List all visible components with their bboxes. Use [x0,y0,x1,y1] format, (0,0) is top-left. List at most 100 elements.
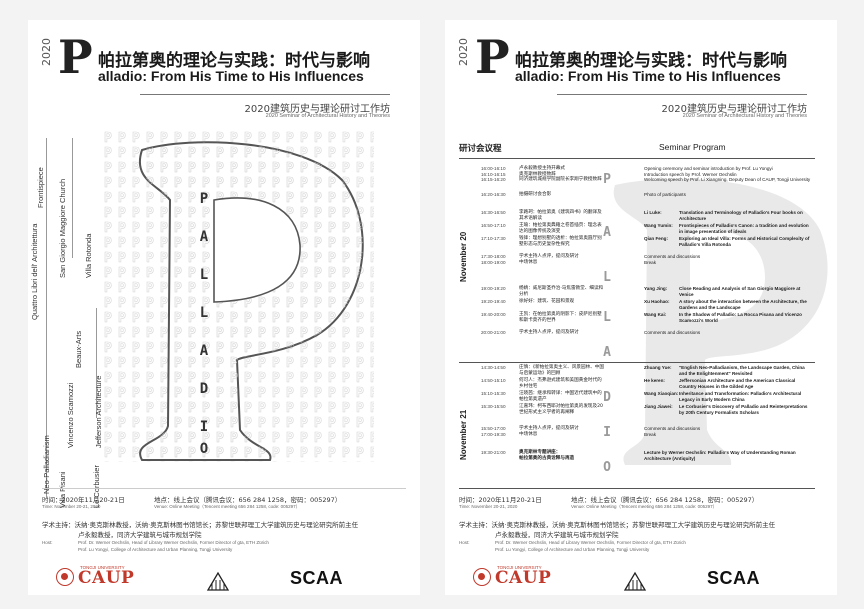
scaa-logo: SCAA [707,568,761,588]
letter: I [603,425,611,440]
row-title-en: In the Shadow of Palladio: La Rocca Pisa… [679,312,802,323]
row-title-cn: 拍摄研讨会合影 [519,192,552,197]
row-title-cn: 庄慎：《新帕拉第奥主义、风景园林、中国与启蒙运动》的回顾 [519,365,604,376]
seminar-title-en: 2020 Seminar of Architectural History an… [265,113,390,119]
caup-logo: CAUP [78,568,135,588]
venue-en: Venue: Online Meeting（Tencent meeting 65… [154,504,301,509]
row-time: 19:30-21:00 [481,450,506,455]
timeline: Frontispiece Quattro Libri dell' Archite… [28,138,138,508]
row-time: 15:50-17:00 17:00-19:30 [481,426,506,437]
tongji-seal-icon [56,568,74,586]
title-divider [557,94,807,95]
time-en: Time: November 20-21, 2020 [459,504,518,509]
row-title-cn: 王凯：在帕拉第奥的阴影下：皮萨尼别墅和斯卡莫齐的世界 [519,312,602,323]
day-label-nov20: November 20 [459,231,468,282]
row-title-cn: 学术主持人点评，提问及研讨 [519,330,579,335]
letter: A [199,343,209,359]
program-rule [459,488,815,489]
poster-right: 2020 P 帕拉第奥的理论与实践：时代与影响 alladio: From Hi… [445,20,837,595]
letter: O [199,441,209,457]
row-speaker: Li Luke: [644,210,662,215]
row-time: 17:10-17:30 [481,236,506,241]
palladio-p-artwork: P [102,130,374,462]
timeline-item: Villa Rotonda [84,233,93,278]
logo-letter-p: P [58,30,93,84]
row-title-en: Comments and discussions Break [644,426,701,437]
row-title-cn: 卢永毅教授主持开幕式 奥克斯林教授致辞 同济建筑城规学院副院长李翔宁教授致辞 [519,166,602,183]
host-cn-1: 学术主持：沃纳·奥克斯林教授，沃纳·奥克斯林图书馆馆长；苏黎世联邦理工大学建筑历… [459,521,776,529]
row-title-en: "English Neo-Palladianism, the Landscape… [679,365,805,376]
row-time: 16:30-16:50 [481,210,506,215]
program-heading-cn: 研讨会议程 [459,144,502,154]
letter: P [199,191,209,207]
row-title-en: Inheritance and Transformation: Palladio… [679,391,802,402]
host-en-1: Prof. Dr. Werner Oechslin, Head of Libra… [495,540,686,545]
seminar-title-cn: 2020建筑历史与理论研讨工作坊 [661,104,807,115]
host-cn-2: 卢永毅教授，同济大学建筑与城市规划学院 [495,531,619,539]
venue-cn: 地点：线上会议（腾讯会议：656 284 1258，密码：005297） [154,496,342,504]
row-title-cn: 学术主持人点评，提问及研讨 中场休息 [519,426,579,437]
row-title-cn: 奥克斯林专题讲座： 帕拉第奥的古典诠释与再造 [519,450,575,461]
timeline-item: Quattro Libri dell' Architettura [30,223,39,320]
row-title-en: A story about the interaction between th… [679,299,807,310]
row-speaker: Wang Yumin: [644,223,673,228]
seminar-title-en: 2020 Seminar of Architectural History an… [682,113,807,119]
host-en-1: Prof. Dr. Werner Oechslin, Head of Libra… [78,540,269,545]
venue-cn: 地点：线上会议（腾讯会议：656 284 1258，密码：005297） [571,496,759,504]
host-cn-1: 学术主持：沃纳·奥克斯林教授，沃纳·奥克斯林图书馆馆长；苏黎世联邦理工大学建筑历… [42,521,359,529]
row-time: 19:40-20:00 [481,312,506,317]
letter: D [199,381,209,397]
row-time: 15:30-15:50 [481,404,506,409]
timeline-item: Vincenzo Scamozzi [66,382,75,448]
row-time: 20:00-21:00 [481,330,506,335]
year-label: 2020 [457,38,470,66]
letter: I [199,419,209,435]
poster-left: 2020 P 帕拉第奥的理论与实践：时代与影响 alladio: From Hi… [28,20,420,595]
timeline-line [72,138,73,258]
row-title-en: Exploring an Ideal Villa: Forms and Hist… [679,236,810,247]
row-title-en: Lecture by Werner Oechslin: Palladio's W… [644,450,796,461]
row-title-en: Translation and Terminology of Palladio'… [679,210,803,221]
row-time: 16:00-16:10 16:10-16:15 16:15-16:20 [481,166,506,183]
row-title-en: Le Corbusier's Discovery of Palladio and… [679,404,808,415]
row-time: 15:10-15:30 [481,391,506,396]
row-speaker: Zhuang Yue: [644,365,672,370]
row-speaker: Wang Kai: [644,312,667,317]
title-divider [140,94,390,95]
row-title-en: Frontispieces of Palladio's Canon: a tra… [679,223,809,234]
building-logo-icon [206,571,230,591]
row-title-en: Close Reading and Analysis of San Giorgi… [679,286,801,297]
timeline-item: San Giorgio Maggiore Church [58,178,67,278]
row-title-cn: 徐好好：建筑、花园和景观 [519,299,575,304]
day-label-nov21: November 21 [459,409,468,460]
host-cn-2: 卢永毅教授，同济大学建筑与城市规划学院 [78,531,202,539]
footer-rule [42,488,406,489]
row-title-en: Photo of participants [644,192,686,197]
row-speaker: Yang Jing: [644,286,668,291]
timeline-item: Jefferson Architecture [94,375,103,448]
program-rule [459,362,815,363]
letter: A [603,345,611,360]
title-chinese: 帕拉第奥的理论与实践：时代与影响 [98,51,370,71]
time-cn: 时间：2020年11月20-21日 [42,496,125,504]
logo-letter-p: P [475,30,510,84]
program-rule [459,158,815,159]
row-time: 17:30-18:00 18:00-19:00 [481,254,506,265]
row-title-cn: 何可人：杰弗逊式建筑和美国黄金时代的乡村住宅 [519,378,602,389]
timeline-item: Neo-Palladianism [42,435,51,494]
row-time: 19:00-19:20 [481,286,506,291]
title-english: alladio: From His Time to His Influences [515,68,781,84]
row-time: 14:30-14:50 [481,365,506,370]
time-en: Time: November 20-21, 2020 [42,504,101,509]
host-en-2: Prof. Lu Yongyi, College of Architecture… [78,547,233,552]
caup-logo: CAUP [495,568,552,588]
row-title-en: Comments and discussions Break [644,254,701,265]
row-title-en: Opening ceremony and seminar introductio… [644,166,811,183]
title-english: alladio: From His Time to His Influences [98,68,364,84]
row-time: 19:20-19:40 [481,299,506,304]
letter: O [603,460,611,475]
letter: A [199,229,209,245]
timeline-line [96,308,97,418]
host-en-label: Host: [459,540,470,545]
row-speaker: Qian Feng: [644,236,668,241]
